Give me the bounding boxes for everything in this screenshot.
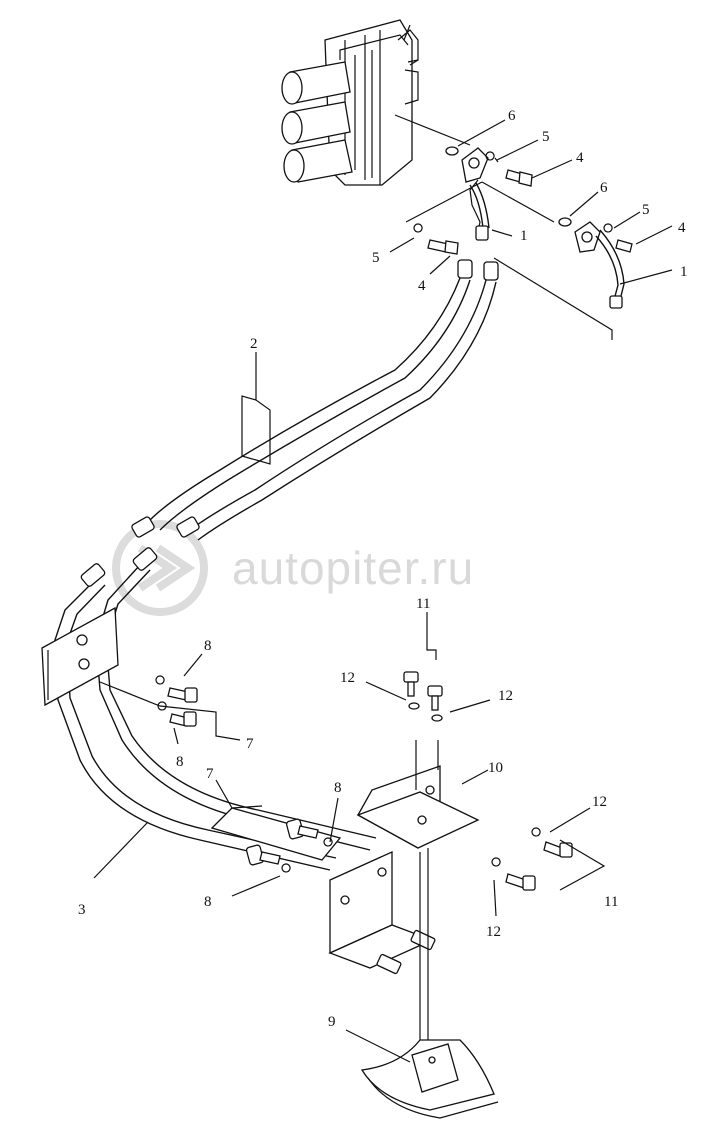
bolt-4a [505,169,533,187]
bracket-9 [360,1039,499,1119]
flange-right [574,221,601,253]
bolt-lower-2 [376,953,402,975]
callout-10: 10 [488,760,503,776]
callout-9: 9 [328,1014,336,1030]
washer-12b [431,714,443,722]
callout-12: 12 [592,794,607,810]
tube-fitting-lower-left [80,563,106,587]
watermark: autopiter.ru [112,520,474,616]
valve-spool-bottom [283,139,353,183]
callout-5: 5 [372,250,380,266]
callout-11: 11 [604,894,618,910]
leader-lines [93,119,673,1063]
angle-bracket [328,850,434,969]
bolt-11-left [403,671,419,697]
callout-8: 8 [204,894,212,910]
washer-5c [413,223,423,233]
callout-11: 11 [416,596,430,612]
washer-12a [408,702,420,710]
o-ring-6a [445,146,459,156]
watermark-logo-icon [112,520,208,616]
hose-end-left-upper [457,259,473,279]
washer-5b [603,223,613,233]
bolt-4b [615,239,633,253]
tube-fitting-lower-right [132,547,158,571]
callout-1: 1 [680,264,688,280]
callout-6: 6 [508,108,516,124]
callout-8: 8 [204,638,212,654]
callouts: 6 5 4 6 5 4 1 5 4 1 2 11 8 12 12 7 8 10 … [78,108,688,1030]
valve-spool-middle [281,101,351,145]
callout-8: 8 [176,754,184,770]
flange-upper [461,147,489,183]
clamp-plate-left [41,606,119,707]
callout-2: 2 [250,336,258,352]
hose-end-left-lower [131,516,155,538]
bolt-11-right [427,685,443,711]
bolt-8c [285,818,333,847]
callout-1: 1 [520,228,528,244]
bolt-8a [155,675,198,703]
callout-5: 5 [542,129,550,145]
control-valve [281,19,471,186]
bolt-4c [427,239,459,255]
o-ring-6b [558,217,572,227]
callout-7: 7 [206,766,214,782]
clamp-plate-middle [210,807,342,861]
callout-8: 8 [334,780,342,796]
bolt-11-lower-right [491,857,536,891]
callout-12: 12 [340,670,355,686]
bolt-11-upper-right [531,827,573,858]
hose-end-right-upper [483,261,499,281]
tube-fitting-right [609,295,623,309]
callout-12: 12 [486,924,501,940]
hose-2 [149,277,497,541]
bolt-8b [157,701,197,727]
callout-12: 12 [498,688,513,704]
bracket-10 [356,765,480,849]
tube-fitting-upper [475,225,489,241]
valve-spool-top [281,61,351,105]
callout-5: 5 [642,202,650,218]
callout-4: 4 [576,150,584,166]
bolt-8d [245,844,291,873]
callout-6: 6 [600,180,608,196]
watermark-text: autopiter.ru [232,542,474,594]
callout-3: 3 [78,902,86,918]
callout-4: 4 [418,278,426,294]
callout-7: 7 [246,736,254,752]
washer-5a [485,151,499,163]
hose-end-right-lower [176,516,200,538]
callout-4: 4 [678,220,686,236]
